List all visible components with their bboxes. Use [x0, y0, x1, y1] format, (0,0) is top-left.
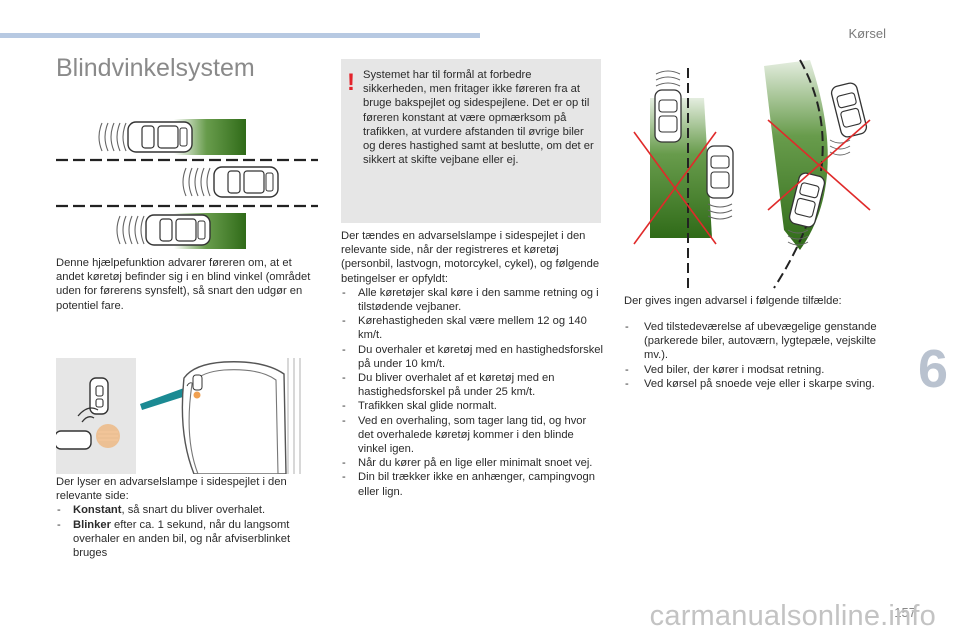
section-title: Kørsel: [848, 26, 886, 41]
page-number: 157: [894, 605, 916, 620]
blind-spot-lanes-figure: [56, 119, 318, 249]
list-item: Ved biler, der kører i modsat retning.: [624, 363, 878, 377]
exclamation-icon: !: [347, 69, 355, 96]
conditions-intro: Der tændes en advarselslampe i sidespejl…: [341, 230, 600, 285]
list-item: Når du kører på en lige eller minimalt s…: [341, 456, 603, 470]
chapter-number: 6: [917, 339, 948, 399]
intro-paragraph: Denne hjælpefunktion advarer føreren om,…: [56, 257, 311, 312]
conditions-section: Der tændes en advarselslampe i sidespejl…: [341, 229, 603, 499]
warning-text: Systemet har til formål at forbedre sikk…: [363, 69, 594, 167]
lamp-section: Der lyser en advarselslampe i sidespejle…: [56, 475, 318, 560]
page-title: Blindvinkelsystem: [56, 54, 255, 82]
list-item: Du overhaler et køretøj med en hastighed…: [341, 343, 603, 371]
mirror-indicator-figure: [56, 358, 301, 474]
list-item: Blinker efter ca. 1 sekund, når du langs…: [56, 518, 318, 561]
lamp-mode-constant: Konstant: [73, 504, 122, 517]
list-item: Ved kørsel på snoede veje eller i skarpe…: [624, 377, 878, 391]
no-alert-list: Ved tilstedeværelse af ubevægelige genst…: [624, 320, 878, 391]
lamp-intro: Der lyser en advarselslampe i sidespejle…: [56, 476, 287, 503]
no-alert-intro: Der gives ingen advarsel i følgende tilf…: [624, 295, 842, 307]
lamp-mode-text: , så snart du bliver overhalet.: [121, 504, 266, 517]
header-accent-bar: [0, 33, 480, 38]
list-item: Trafikken skal glide normalt.: [341, 399, 603, 413]
watermark: carmanualsonline.info: [649, 600, 936, 632]
lamp-mode-blinking: Blinker: [73, 518, 111, 531]
list-item: Din bil trækker ikke en anhænger, campin…: [341, 470, 603, 498]
conditions-list: Alle køretøjer skal køre i den samme ret…: [341, 286, 603, 499]
lamp-list: Konstant, så snart du bliver overhalet. …: [56, 503, 318, 560]
list-item: Du bliver overhalet af et køretøj med en…: [341, 371, 603, 399]
list-item: Konstant, så snart du bliver overhalet.: [56, 503, 318, 517]
list-item: Ved en overhaling, som tager lang tid, o…: [341, 414, 603, 457]
lamp-mode-text: efter ca. 1 sekund, når du langsomt over…: [73, 518, 291, 560]
list-item: Alle køretøjer skal køre i den samme ret…: [341, 286, 603, 314]
no-alert-figure: [633, 59, 871, 290]
no-alert-section: Ved tilstedeværelse af ubevægelige genst…: [624, 320, 878, 391]
warning-box: ! Systemet har til formål at forbedre si…: [341, 59, 601, 223]
list-item: Kørehastigheden skal være mellem 12 og 1…: [341, 314, 603, 342]
list-item: Ved tilstedeværelse af ubevægelige genst…: [624, 320, 878, 363]
